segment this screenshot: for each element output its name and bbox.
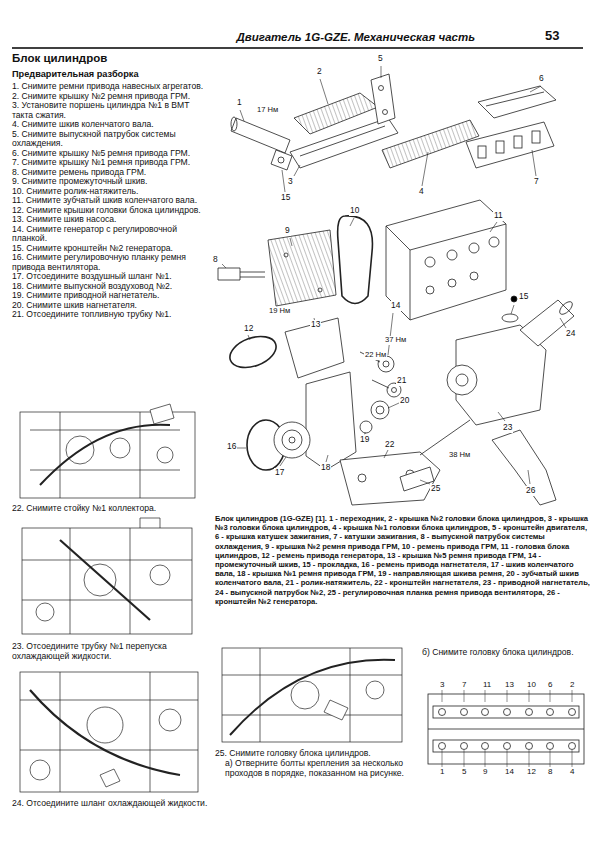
callout-number: 15 — [280, 193, 291, 203]
callout-number: 20 — [399, 396, 410, 406]
page-number: 53 — [545, 29, 559, 44]
step-text: 22. Снимите стойку №1 коллектора. — [12, 504, 208, 514]
figure-caption: Блок цилиндров (1G-GZE) [1]. 1 - переход… — [215, 514, 590, 606]
step-text: 3. Установите поршень цилиндра №1 в ВМТ … — [12, 101, 208, 120]
bolt-number: 13 — [504, 680, 515, 689]
step-text: б) Снимите головку блока цилиндров. — [422, 648, 590, 658]
step-text: 21. Отсоедините топливную трубку №1. — [12, 310, 208, 320]
callout-number: 14 — [390, 301, 401, 311]
callout-number: 25 — [430, 484, 441, 494]
section-title: Блок цилиндров — [12, 52, 208, 65]
step-text: 9. Снимите промежуточный шкив. — [12, 177, 208, 187]
step-text: 2. Снимите крышку №2 ремня привода ГРМ. — [12, 92, 208, 102]
callout-number: 15 — [518, 292, 529, 302]
callout-number: 19 — [359, 435, 370, 445]
step-text: 18. Снимите выпускной воздуховод №2. — [12, 282, 208, 292]
step-list: 1. Снимите ремни привода навесных агрега… — [12, 82, 208, 320]
step-text: 11. Снимите зубчатый шкив коленчатого ва… — [12, 196, 208, 206]
step-text: 17. Отсоедините воздушный шланг №1. — [12, 272, 208, 282]
callout-number: 7 — [533, 177, 540, 187]
callout-number: 22 — [384, 440, 395, 450]
callout-number: 4 — [418, 187, 425, 197]
callout-number: 19 Нм — [268, 307, 291, 316]
callout-number: 37 Нм — [384, 336, 407, 345]
bolt-number: 10 — [526, 680, 537, 689]
bolt-number: 12 — [526, 767, 537, 776]
callout-number: 11 — [493, 211, 504, 221]
step-text: 23. Отсоедините трубку №1 перепуска охла… — [12, 642, 208, 662]
step-text: 14. Снимите генератор с регулировочной п… — [12, 225, 208, 244]
step-text: 16. Снимите регулировочную планку ремня … — [12, 253, 208, 272]
subheading: Предварительная разборка — [12, 69, 208, 80]
callout-number: 16 — [226, 442, 237, 452]
callout-number: 9 — [284, 226, 291, 236]
callout-number: 23 — [502, 423, 513, 433]
step-text: 20. Снимите шкив нагнетателя. — [12, 301, 208, 311]
callout-number: 5 — [377, 54, 384, 64]
callout-number: 18 — [320, 463, 331, 473]
callout-number: 12 — [243, 324, 254, 334]
callout-number: 6 — [538, 74, 545, 84]
callout-number: 38 Нм — [448, 451, 471, 460]
callout-number: 26 — [525, 486, 536, 496]
bolt-number: 9 — [482, 767, 488, 776]
callout-number: 2 — [316, 67, 323, 77]
step-text: 4. Снимите шкив коленчатого вала. — [12, 120, 208, 130]
bolt-number: 4 — [569, 767, 575, 776]
callout-number: 24 — [565, 329, 576, 339]
callout-number: 21 — [396, 376, 407, 386]
bolt-number: 5 — [461, 767, 467, 776]
step-text: 25. Снимите головку блока цилиндров. — [215, 749, 410, 759]
step-text: 1. Снимите ремни привода навесных агрега… — [12, 82, 208, 92]
step-text: 13. Снимите шкив насоса. — [12, 215, 208, 225]
step-text: 8. Снимите ремень привода ГРМ. — [12, 168, 208, 178]
step-text: 24. Отсоедините шланг охлаждающей жидкос… — [12, 799, 208, 809]
bolt-number: 14 — [504, 767, 515, 776]
callout-number: 3 — [287, 177, 294, 187]
bolt-number: 1 — [439, 767, 445, 776]
step-text: 7. Снимите крышку №1 ремня привода ГРМ. — [12, 158, 208, 168]
step-text: 15. Снимите кронштейн №2 генератора. — [12, 244, 208, 254]
step-text: 12. Снимите крышки головки блока цилиндр… — [12, 206, 208, 216]
page-header: Двигатель 1G-GZE. Механическая часть — [236, 31, 475, 44]
callout-number: 17 — [274, 468, 285, 478]
callout-number: 1 — [236, 98, 243, 108]
bolt-number: 3 — [439, 680, 445, 689]
step-text: 19. Снимите приводной нагнетатель. — [12, 291, 208, 301]
callout-number: 17 Нм — [256, 106, 279, 115]
bolt-number: 7 — [461, 680, 467, 689]
bolt-number: 11 — [482, 680, 492, 689]
step-text: 10. Снимите ролик-натяжитель. — [12, 187, 208, 197]
bolt-number: 8 — [547, 767, 553, 776]
bolt-number: 2 — [569, 680, 575, 689]
callout-number: 10 — [349, 206, 360, 216]
callout-number: 13 — [310, 320, 321, 330]
step-text: 5. Снимите выпускной патрубок системы ох… — [12, 130, 208, 149]
callout-number: 8 — [212, 255, 219, 265]
step-text: а) Отверните болты крепления за нескольк… — [225, 759, 410, 779]
bolt-number: 6 — [547, 680, 553, 689]
callout-number: 22 Нм — [364, 351, 387, 360]
step-text: 6. Снимите крышку №5 ремня привода ГРМ. — [12, 149, 208, 159]
